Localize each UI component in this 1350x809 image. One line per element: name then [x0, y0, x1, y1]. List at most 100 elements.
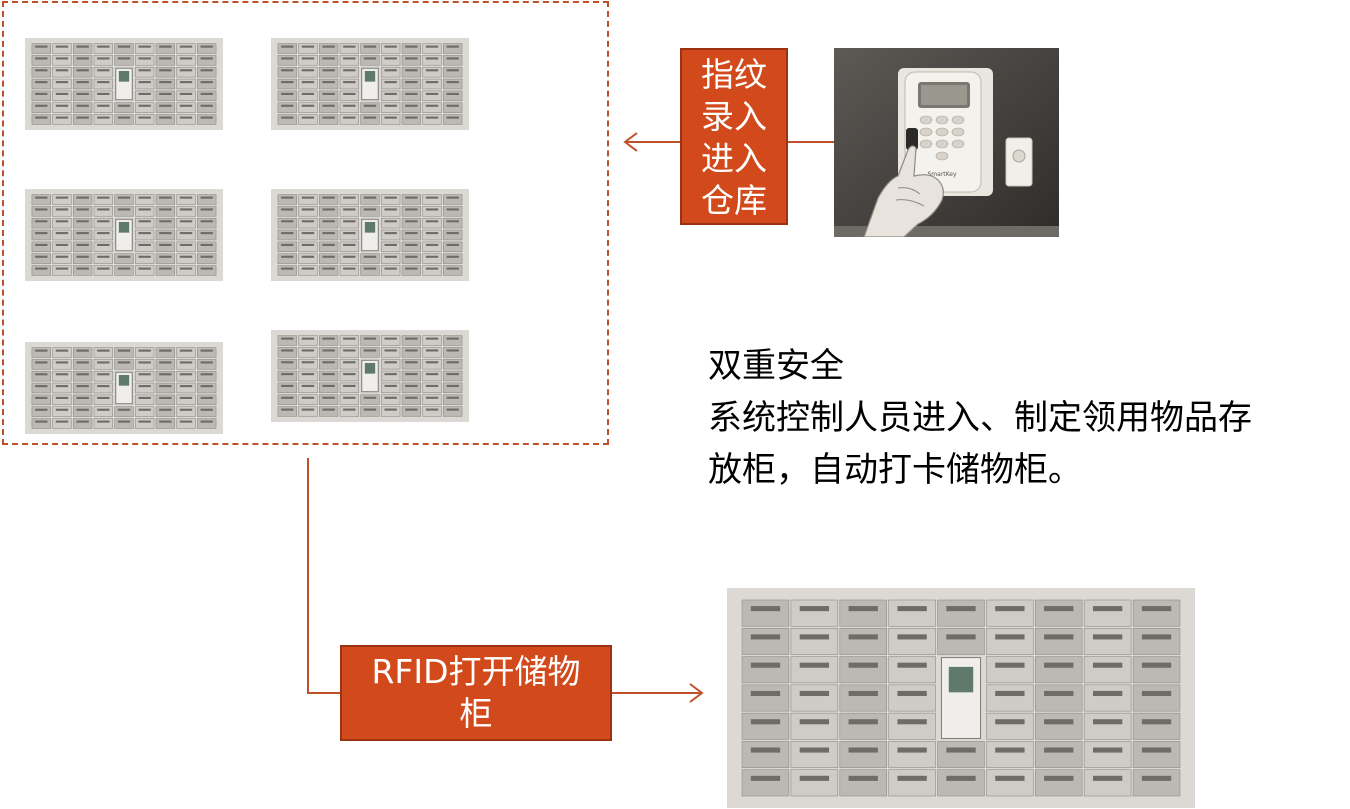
locker-door — [339, 90, 359, 102]
locker-handle — [138, 408, 151, 411]
locker-door — [93, 194, 113, 205]
locker-door — [318, 265, 339, 276]
locker-door — [298, 90, 318, 102]
locker-door — [197, 370, 217, 382]
locker-door — [381, 43, 401, 54]
locker-handle — [322, 220, 335, 223]
locker-handle — [301, 396, 315, 399]
locker-handle — [35, 373, 48, 376]
locker-door — [422, 241, 442, 253]
locker-handle — [405, 384, 418, 388]
locker-handle — [995, 662, 1025, 668]
locker-door — [197, 359, 217, 370]
locker-handle — [425, 384, 439, 388]
locker-handle — [405, 57, 418, 60]
locker-handle — [76, 408, 89, 411]
locker-door — [937, 741, 985, 769]
locker-door — [360, 406, 380, 417]
locker-handle — [200, 243, 213, 247]
locker-handle — [301, 373, 315, 376]
locker-handle — [55, 81, 69, 84]
locker-door — [339, 102, 359, 113]
cabinet-thumbnail-6 — [271, 330, 469, 422]
locker-handle — [384, 57, 397, 60]
locker-handle — [138, 208, 151, 211]
locker-handle — [322, 408, 335, 411]
locker-door — [318, 206, 339, 217]
description-title: 双重安全 — [708, 346, 844, 386]
locker-door — [443, 347, 463, 358]
locker-door — [135, 114, 155, 125]
locker-handle — [405, 361, 418, 364]
locker-door — [888, 599, 936, 627]
locker-door — [1083, 684, 1132, 712]
locker-door — [318, 241, 339, 253]
locker-door — [422, 253, 442, 264]
locker-door — [422, 66, 442, 78]
locker-door — [790, 599, 839, 627]
locker-handle — [281, 220, 294, 223]
locker-handle — [322, 196, 335, 199]
locker-handle — [405, 45, 418, 48]
locker-door — [31, 418, 51, 429]
locker-door — [1035, 684, 1083, 712]
locker-handle — [425, 267, 439, 270]
locker-handle — [117, 45, 131, 48]
locker-handle — [35, 92, 48, 96]
locker-handle — [750, 747, 781, 753]
locker-handle — [55, 243, 69, 247]
locker-handle — [301, 196, 315, 199]
locker-handle — [425, 408, 439, 411]
locker-door — [1083, 656, 1132, 684]
locker-door — [176, 418, 196, 429]
locker-door — [93, 55, 113, 66]
locker-door — [360, 265, 380, 276]
locker-handle — [76, 373, 89, 376]
locker-handle — [138, 57, 151, 60]
locker-door — [381, 335, 401, 346]
locker-door — [318, 102, 339, 113]
locker-handle — [159, 116, 172, 119]
locker-handle — [97, 81, 110, 84]
locker-door — [52, 418, 72, 429]
locker-door — [277, 335, 297, 346]
locker-door — [318, 358, 339, 370]
locker-door — [1083, 627, 1132, 655]
locker-door — [1083, 769, 1132, 797]
locker-handle — [281, 243, 294, 247]
locker-handle — [322, 81, 335, 84]
locker-door — [401, 90, 422, 102]
locker-door — [52, 217, 72, 229]
locker-handle — [363, 196, 377, 199]
locker-handle — [363, 408, 377, 411]
locker-door — [339, 358, 359, 370]
locker-door — [31, 114, 51, 125]
locker-handle — [322, 232, 335, 235]
locker-door — [52, 406, 72, 417]
locker-handle — [897, 606, 927, 612]
locker-handle — [179, 92, 193, 96]
locker-handle — [55, 255, 69, 258]
locker-door — [135, 347, 155, 358]
locker-handle — [117, 255, 131, 258]
locker-handle — [446, 196, 459, 199]
locker-handle — [179, 81, 193, 84]
locker-handle — [343, 116, 356, 119]
locker-door — [339, 114, 359, 125]
locker-door — [52, 194, 72, 205]
locker-handle — [995, 606, 1025, 612]
locker-handle — [76, 208, 89, 211]
locker-handle — [200, 255, 213, 258]
locker-door — [318, 370, 339, 382]
locker-handle — [200, 45, 213, 48]
locker-handle — [179, 69, 193, 72]
locker-handle — [76, 420, 89, 423]
locker-door — [888, 741, 936, 769]
locker-door — [114, 406, 134, 417]
locker-door — [197, 43, 217, 54]
locker-door — [72, 55, 93, 66]
locker-door — [72, 194, 93, 205]
locker-handle — [897, 775, 927, 781]
locker-door — [31, 347, 51, 358]
locker-door — [155, 217, 176, 229]
